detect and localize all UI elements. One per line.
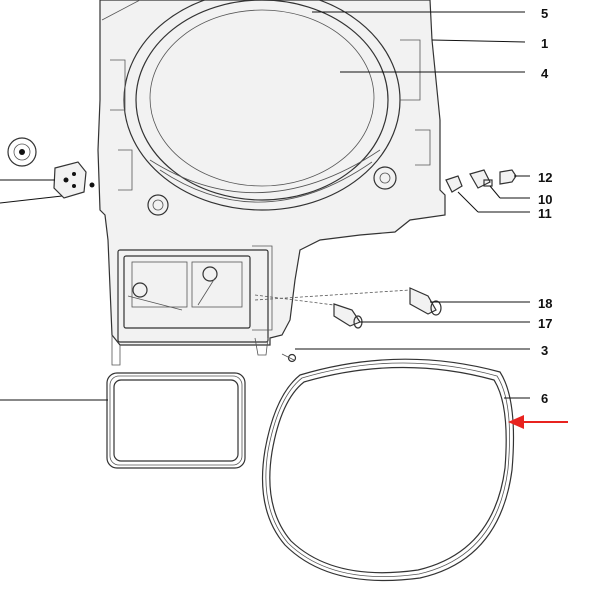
callout-12: 12 bbox=[538, 170, 552, 185]
leader-lines bbox=[0, 11, 530, 401]
drum-door-seal bbox=[261, 358, 515, 582]
callout-6: 6 bbox=[541, 391, 548, 406]
screw-3 bbox=[281, 353, 297, 363]
rectangular-gasket bbox=[106, 372, 246, 469]
door-switch-part bbox=[53, 161, 95, 199]
sensor-part-10 bbox=[469, 169, 493, 189]
callout-3: 3 bbox=[541, 343, 548, 358]
callout-1: 1 bbox=[541, 36, 548, 51]
callout-18: 18 bbox=[538, 296, 552, 311]
callout-17: 17 bbox=[538, 316, 552, 331]
highlight-arrow bbox=[508, 415, 568, 429]
sensor-part-11 bbox=[445, 175, 463, 193]
drum-front-housing bbox=[97, 0, 446, 366]
thermostat-18 bbox=[409, 287, 442, 316]
door-hinge-part bbox=[7, 137, 37, 167]
thermostat-17 bbox=[333, 303, 363, 329]
callout-11: 11 bbox=[538, 206, 552, 221]
callout-10: 10 bbox=[538, 192, 552, 207]
callout-4: 4 bbox=[541, 66, 549, 81]
assembly-guide-line bbox=[254, 294, 335, 306]
sensor-part-12 bbox=[499, 169, 517, 185]
callout-5: 5 bbox=[541, 6, 548, 21]
